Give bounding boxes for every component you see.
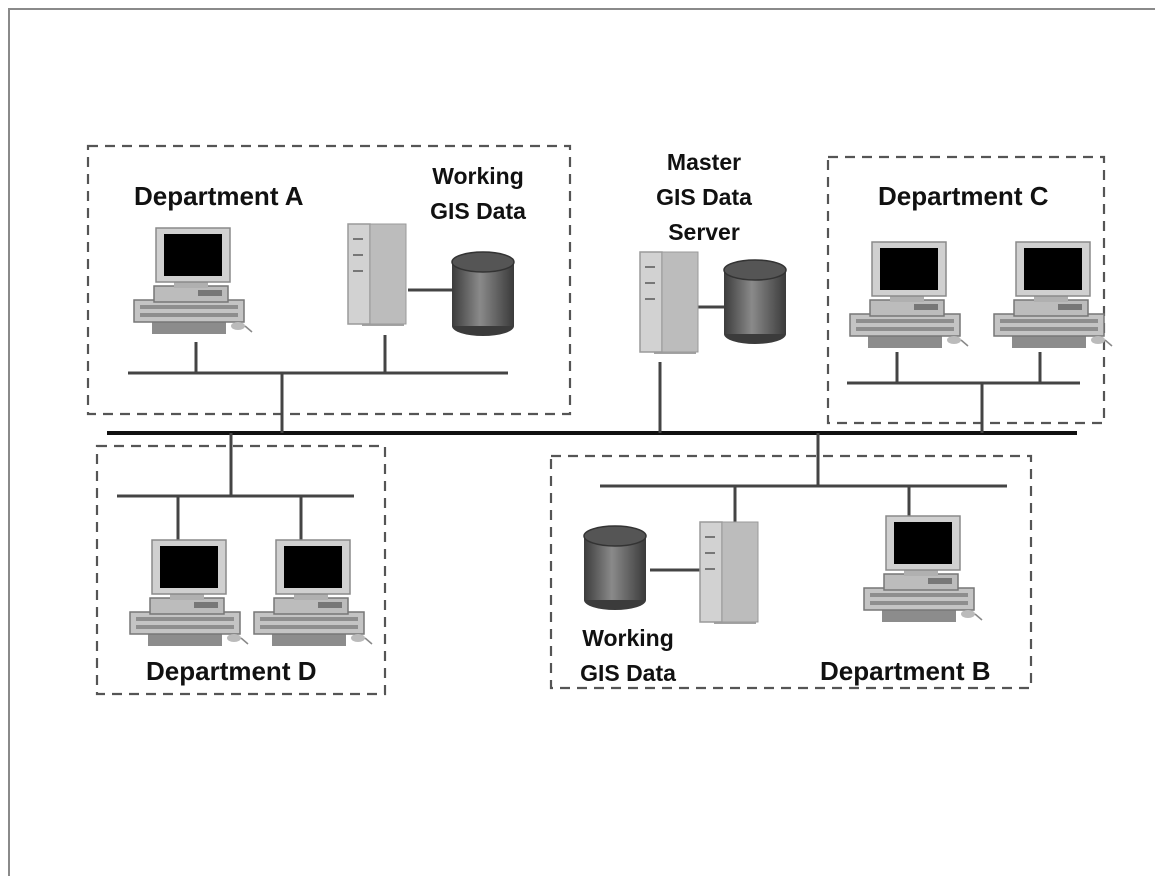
master-server-label-line3: Server	[668, 219, 740, 245]
workstation-icon	[129, 539, 249, 647]
workstation-icon	[133, 227, 253, 335]
department-a-network	[128, 288, 508, 433]
workstation-icon	[993, 241, 1113, 349]
server-tower-icon	[699, 521, 759, 625]
master-server-network	[658, 305, 726, 433]
server-tower-icon	[347, 223, 407, 327]
department-b-working-data-label-line1: Working	[582, 625, 674, 651]
department-a-working-data-label-line1: Working	[432, 163, 524, 189]
department-d-label: Department D	[146, 656, 316, 686]
workstation-icon	[253, 539, 373, 647]
server-tower-icon	[639, 251, 699, 355]
workstation-icon	[849, 241, 969, 349]
database-cylinder-icon	[723, 259, 787, 345]
department-a-working-data-label-line2: GIS Data	[430, 198, 526, 224]
master-server-label-line1: Master	[667, 149, 741, 175]
department-d-box	[95, 444, 387, 696]
department-a-label: Department A	[134, 181, 304, 211]
department-a-box	[86, 144, 572, 416]
department-c-box	[826, 155, 1106, 425]
department-d-network	[117, 433, 354, 540]
department-b-network	[600, 433, 1007, 572]
department-c-network	[847, 352, 1080, 433]
master-server-label-line2: GIS Data	[656, 184, 752, 210]
department-c-label: Department C	[878, 181, 1049, 211]
department-b-working-data-label-line2: GIS Data	[580, 660, 676, 686]
database-cylinder-icon	[583, 525, 647, 611]
workstation-icon	[863, 515, 983, 623]
department-b-box	[549, 454, 1033, 690]
image-frame	[8, 8, 1155, 876]
database-cylinder-icon	[451, 251, 515, 337]
department-b-label: Department B	[820, 656, 990, 686]
